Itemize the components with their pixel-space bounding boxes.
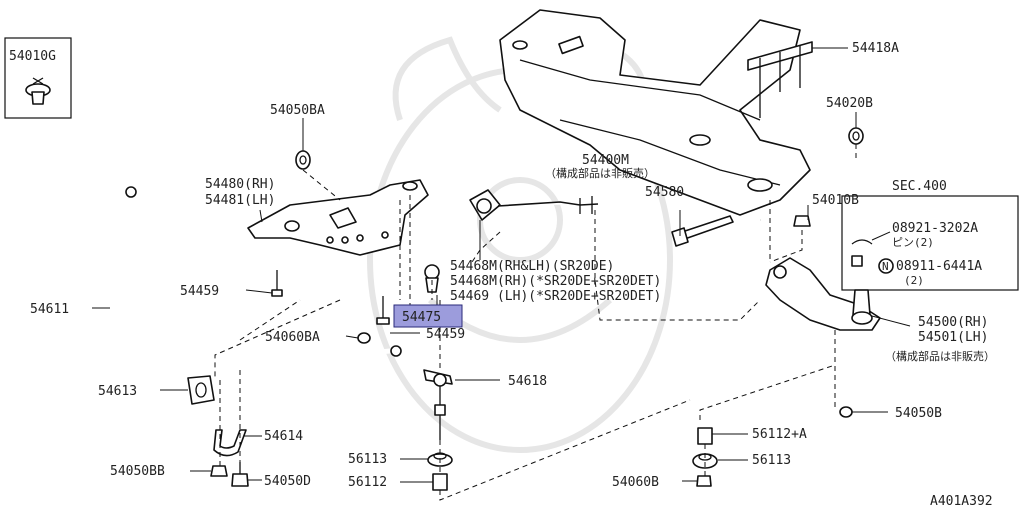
label-54481[interactable]: 54481(LH) (205, 193, 275, 208)
label-54060B[interactable]: 54060B (612, 475, 659, 490)
label-54501[interactable]: 54501(LH) (918, 330, 988, 345)
clamp-54614[interactable] (213, 429, 247, 457)
label-56112[interactable]: 56112 (348, 475, 387, 490)
sec-400-box[interactable]: SEC.400 N (841, 179, 1019, 291)
label-56113-right[interactable]: 56113 (752, 453, 791, 468)
label-54010B[interactable]: 54010B (812, 193, 859, 208)
label-54050BA[interactable]: 54050BA (270, 103, 325, 118)
nut-54060B[interactable] (696, 475, 712, 487)
label-08921-sub: ピン(2) (892, 236, 934, 249)
assembly-dashed-lines (214, 144, 857, 501)
bushing-56112[interactable] (432, 473, 448, 491)
label-54618[interactable]: 54618 (508, 374, 547, 389)
label-54060BA[interactable]: 54060BA (265, 330, 320, 345)
label-08911-sub: (2) (904, 274, 924, 287)
bushing-54050B[interactable] (839, 406, 853, 418)
bushing-54613[interactable] (187, 375, 215, 405)
label-54468M-a[interactable]: 54468M(RH&LH)(SR20DE) (450, 259, 614, 274)
label-54580[interactable]: 54580 (645, 185, 684, 200)
label-54400M[interactable]: 54400M (582, 153, 629, 168)
nut-54050BB[interactable] (210, 465, 228, 477)
label-54469[interactable]: 54469 (LH)(*SR20DE+SR20DET) (450, 289, 661, 304)
label-54500-note: （構成部品は非販売） (885, 349, 995, 363)
diagram-id: A401A392 (930, 494, 993, 509)
bolt-54459-upper[interactable] (271, 270, 283, 297)
label-54500[interactable]: 54500(RH) (918, 315, 988, 330)
transverse-link-54500-54501[interactable] (765, 257, 881, 331)
label-54050BB[interactable]: 54050BB (110, 464, 165, 479)
label-54050D[interactable]: 54050D (264, 474, 311, 489)
label-54480[interactable]: 54480(RH) (205, 177, 275, 192)
clip-inset-box[interactable]: 54010G (4, 37, 72, 119)
label-54459-upper[interactable]: 54459 (180, 284, 219, 299)
front-crossmember-54400M[interactable] (499, 9, 811, 216)
label-54459-lower[interactable]: 54459 (426, 327, 465, 342)
label-54614[interactable]: 54614 (264, 429, 303, 444)
label-56113-left[interactable]: 56113 (348, 452, 387, 467)
bolt-54580[interactable] (671, 215, 734, 247)
stud-54418A[interactable] (747, 41, 813, 118)
connecting-rod-54618[interactable] (423, 369, 453, 440)
label-54050B[interactable]: 54050B (895, 406, 942, 421)
label-54010G: 54010G (9, 49, 56, 64)
label-08911[interactable]: 08911-6441A (896, 259, 982, 274)
label-sec-400: SEC.400 (892, 179, 947, 194)
label-54475[interactable]: 54475 (402, 310, 441, 325)
bolt-54459-lower[interactable] (376, 296, 390, 325)
clip-54010G-icon (25, 77, 51, 105)
n-mark: N (882, 260, 889, 273)
washer-54060BA[interactable] (357, 332, 371, 344)
stabilizer-bar-54611[interactable] (75, 186, 402, 373)
label-54611[interactable]: 54611 (30, 302, 69, 317)
bushing-54050BA[interactable] (295, 150, 311, 170)
label-54020B[interactable]: 54020B (826, 96, 873, 111)
tension-rod-54468M-54469[interactable] (469, 189, 599, 221)
label-54400M-note: （構成部品は非販売） (545, 166, 655, 180)
leader-lines (92, 47, 911, 483)
bushing-56112A[interactable] (697, 427, 713, 445)
label-54613[interactable]: 54613 (98, 384, 137, 399)
label-54418A[interactable]: 54418A (852, 41, 899, 56)
n-mark-icon (878, 258, 894, 274)
bolt-54050D[interactable] (231, 462, 249, 487)
bracket-54480-54481[interactable] (247, 179, 429, 256)
washer-54020B[interactable] (848, 127, 864, 145)
label-56112A[interactable]: 56112+A (752, 427, 807, 442)
part-labels: 54050BA 54480(RH) 54481(LH) 54400M （構成部品… (30, 41, 995, 509)
highlight-54475[interactable] (393, 304, 463, 328)
bushing-54475[interactable] (424, 264, 440, 293)
nut-54010B[interactable] (793, 215, 811, 227)
label-08921[interactable]: 08921-3202A (892, 221, 978, 236)
label-54468M-b[interactable]: 54468M(RH)(*SR20DE+SR20DET) (450, 274, 661, 289)
